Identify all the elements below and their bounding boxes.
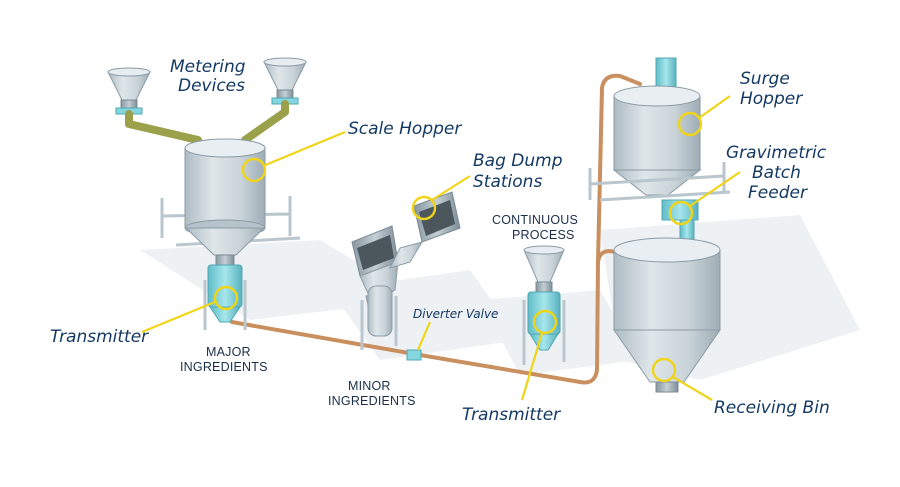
continuous-process-label-2: PROCESS (512, 228, 575, 242)
receiving-bin-target (651, 357, 677, 383)
conveying-pipes (230, 73, 642, 385)
transmitter-left-label: Transmitter (50, 327, 149, 347)
receiving-bin (613, 237, 721, 393)
callout-labels: Metering Devices Scale Hopper Bag Dump S… (50, 57, 830, 425)
scale-hopper-target (241, 157, 267, 183)
bag-dump-target (411, 195, 437, 221)
transmitter-major-ingredients (203, 264, 247, 330)
scale-hopper (160, 138, 301, 266)
surge-hopper-feed-line (596, 73, 642, 264)
transmitter-center-target (532, 309, 558, 335)
metering-device-left (107, 67, 151, 115)
bag-dump-station-right (389, 191, 461, 269)
gravimetric-target (668, 200, 694, 226)
transmitter-center-label: Transmitter (462, 405, 561, 425)
diverter-valve-label: Diverter Valve (413, 307, 498, 321)
transmitter-left-target (213, 285, 239, 311)
callout-leaders (141, 95, 741, 401)
gravimetric-label-3: Feeder (748, 183, 808, 203)
surge-hopper-label: Surge (740, 69, 790, 89)
major-ingredients-label-2: INGREDIENTS (180, 360, 268, 374)
continuous-process-unit (522, 245, 566, 365)
surge-hopper-target (677, 111, 703, 137)
scale-hopper-label: Scale Hopper (348, 119, 462, 139)
minor-ingredients-label-2: INGREDIENTS (328, 394, 416, 408)
minor-ingredients-label: MINOR (348, 379, 391, 393)
metering-devices-label: Metering (170, 57, 246, 77)
bag-dump-label: Bag Dump (473, 151, 563, 171)
metering-device-right (263, 57, 307, 105)
receiving-bin-label: Receiving Bin (714, 398, 830, 418)
gravimetric-label-2: Batch (752, 163, 801, 183)
bag-dump-label-2: Stations (473, 172, 542, 192)
metering-devices-label-2: Devices (178, 76, 245, 96)
surge-hopper-label-2: Hopper (740, 89, 803, 109)
gravimetric-label: Gravimetric (726, 143, 827, 163)
major-ingredients-label: MAJOR (206, 345, 251, 359)
bag-dump-station-left (351, 225, 399, 350)
surge-hopper (588, 57, 731, 202)
diverter-valve (406, 349, 422, 361)
main-conveying-line (230, 249, 634, 385)
continuous-process-label: CONTINUOUS (492, 213, 578, 227)
diverter-valve-leader (416, 321, 432, 351)
